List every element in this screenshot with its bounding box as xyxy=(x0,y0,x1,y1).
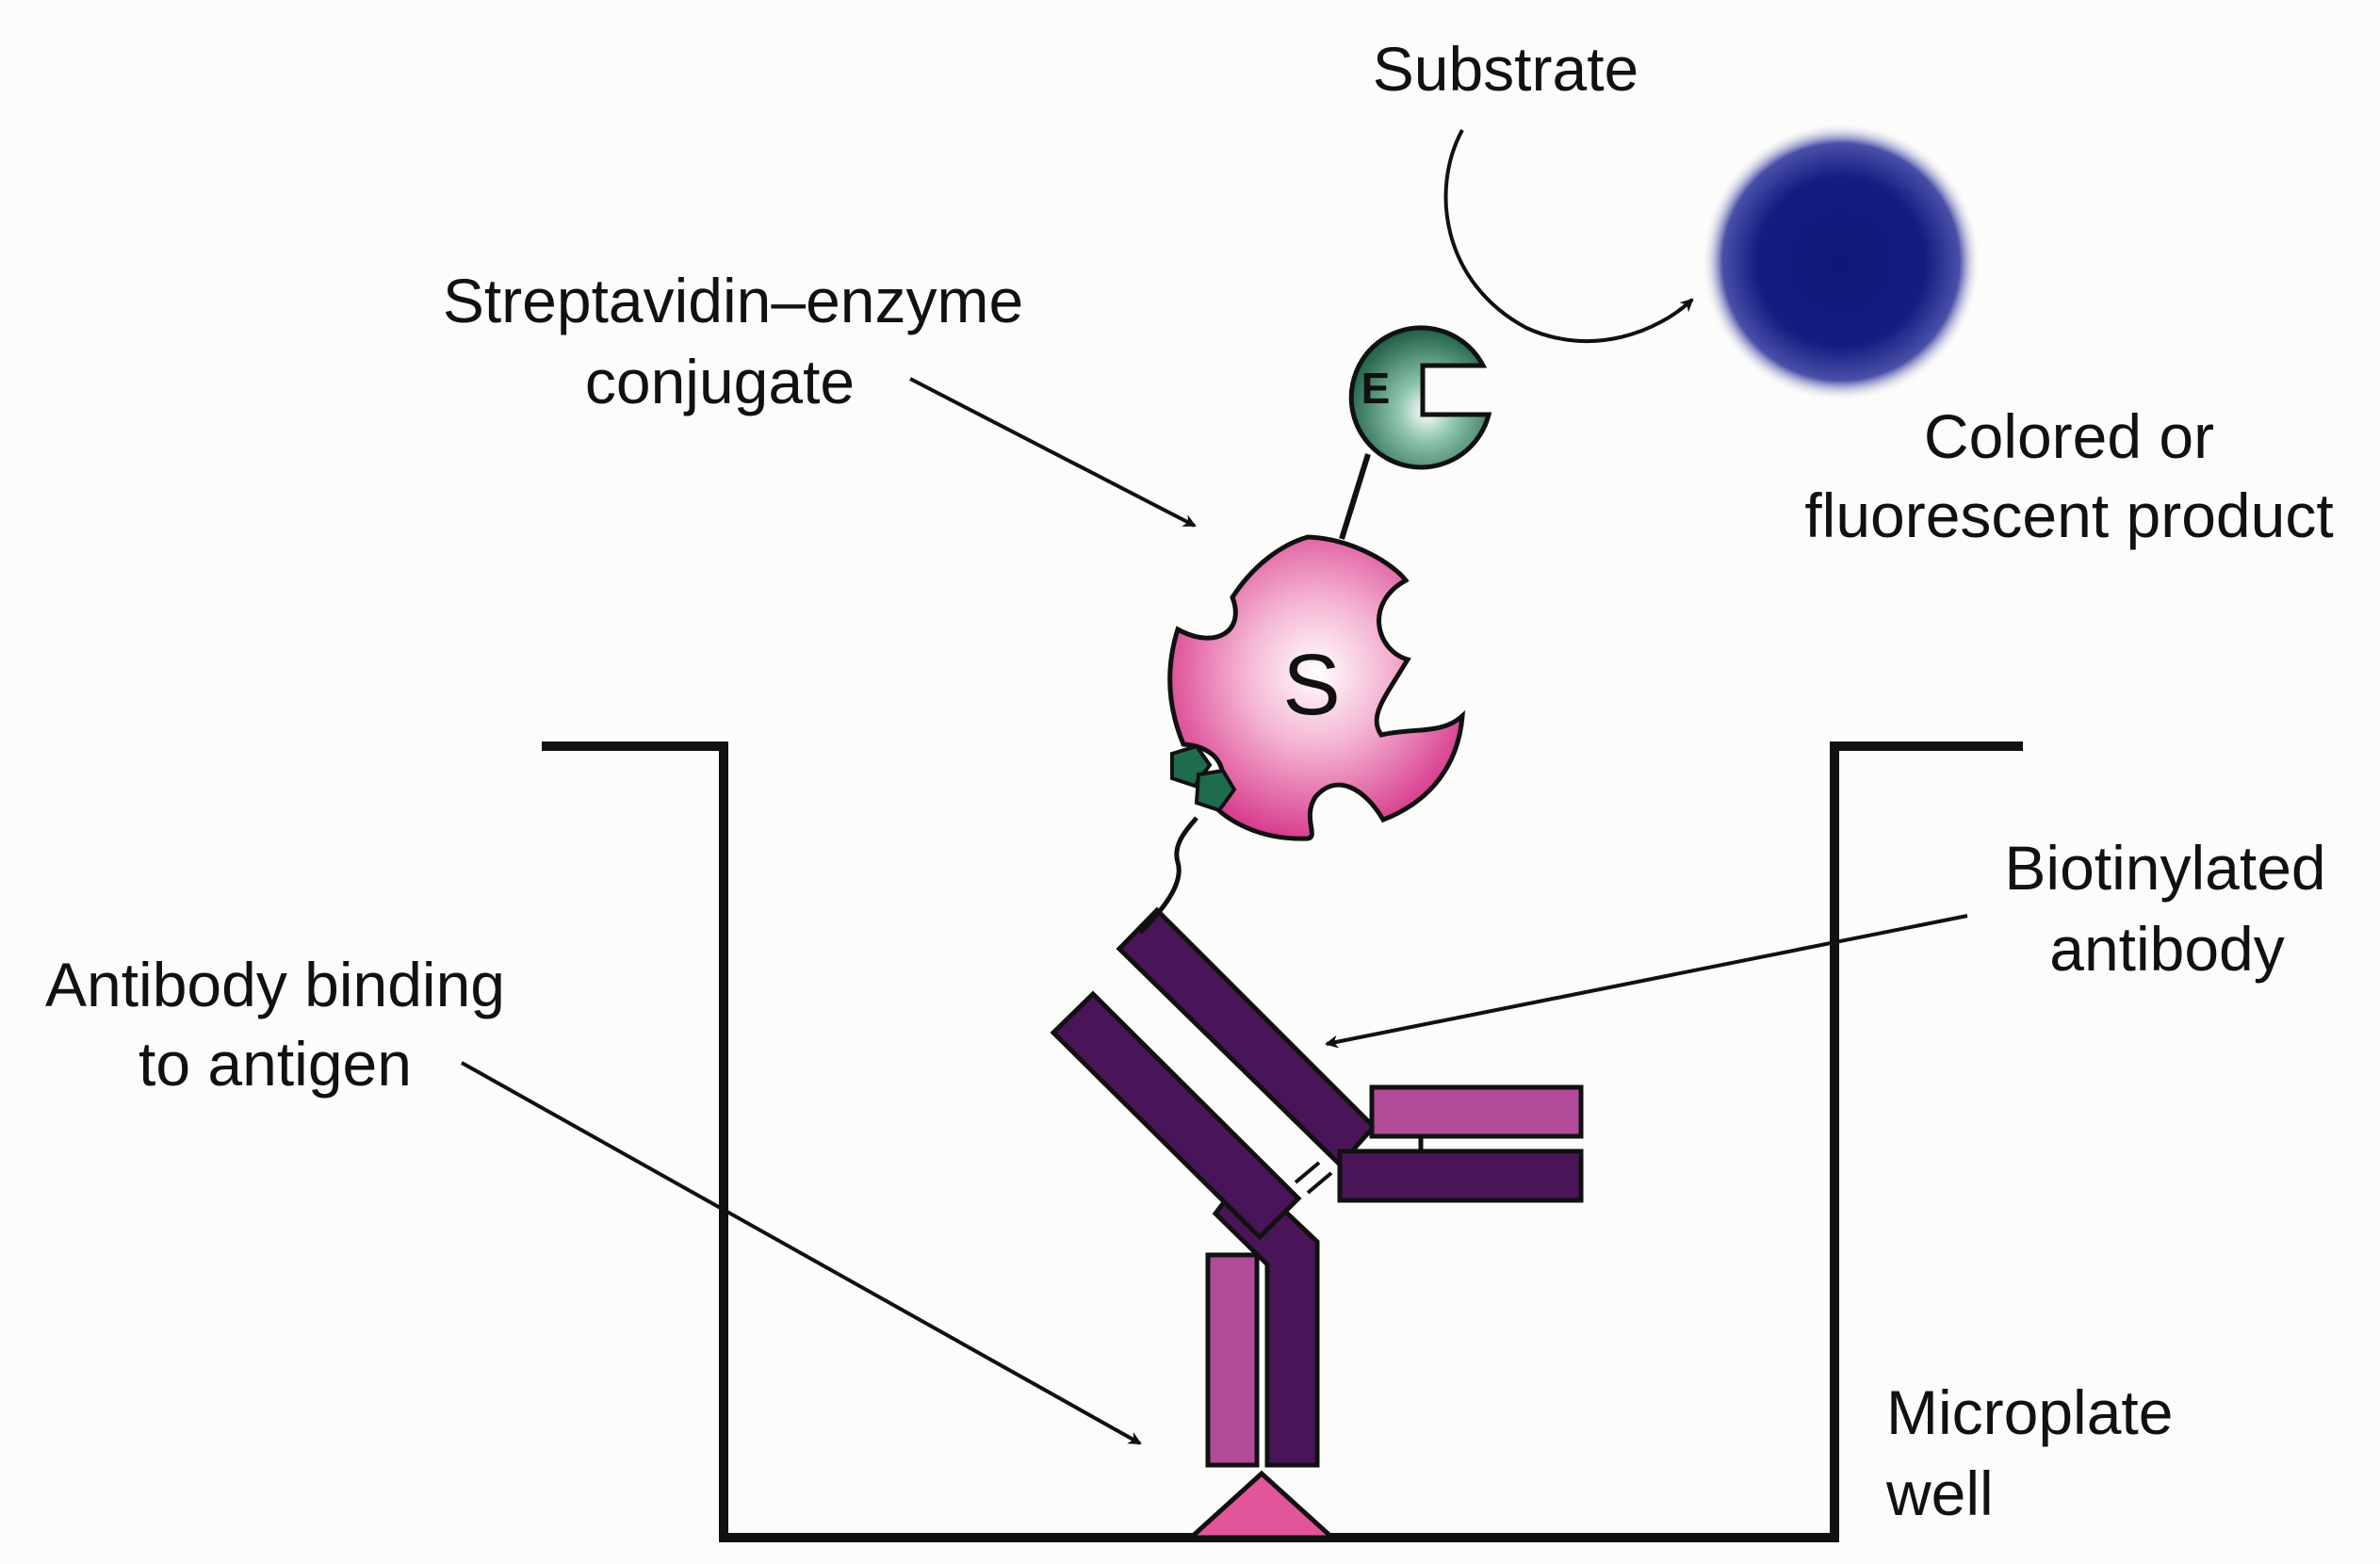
biotinylated-antibody-light-arm xyxy=(1050,990,1302,1241)
biotin-pentagon-2 xyxy=(1194,768,1237,813)
conjugate-label-line2: conjugate xyxy=(585,347,855,416)
biotinylated-antibody-light-chain xyxy=(1369,1084,1584,1139)
biotinylated-label-line2: antibody xyxy=(2049,914,2285,984)
binding-label-line2: to antigen xyxy=(139,1029,412,1099)
substrate-label: Substrate xyxy=(1373,34,1639,104)
product-label-line1: Colored or xyxy=(1924,401,2214,471)
biotinylated-pointer-arrow xyxy=(1325,914,1968,1049)
capture-antibody-light-chain xyxy=(1205,1252,1260,1468)
enzyme-body xyxy=(1348,325,1492,470)
biotinylated-label-line1: Biotinylated xyxy=(2004,833,2325,903)
conjugate-label-line1: Streptavidin–enzyme xyxy=(443,266,1023,335)
well-label-line1: Microplate xyxy=(1886,1377,2173,1447)
hinge-line-1 xyxy=(1294,1161,1321,1184)
well-label-line2: well xyxy=(1885,1458,1994,1528)
enzyme-linker xyxy=(1339,453,1371,540)
streptavidin-label: S xyxy=(1282,637,1340,733)
conjugate-pointer-arrow xyxy=(909,377,1197,528)
biotin-tether xyxy=(1138,816,1198,935)
biotinylated-antibody-fc-chain xyxy=(1337,1149,1584,1203)
binding-label-line1: Antibody binding xyxy=(45,950,505,1019)
streptavidin-body xyxy=(1167,534,1465,841)
colored-product-dot xyxy=(1702,122,1981,401)
hinge-line-2 xyxy=(1306,1171,1333,1195)
substrate-arrow xyxy=(1443,129,1694,343)
binding-pointer-arrow xyxy=(461,1061,1142,1445)
enzyme-label: E xyxy=(1361,364,1391,413)
product-label-line2: fluorescent product xyxy=(1804,481,2333,550)
antigen-triangle xyxy=(1184,1470,1339,1540)
